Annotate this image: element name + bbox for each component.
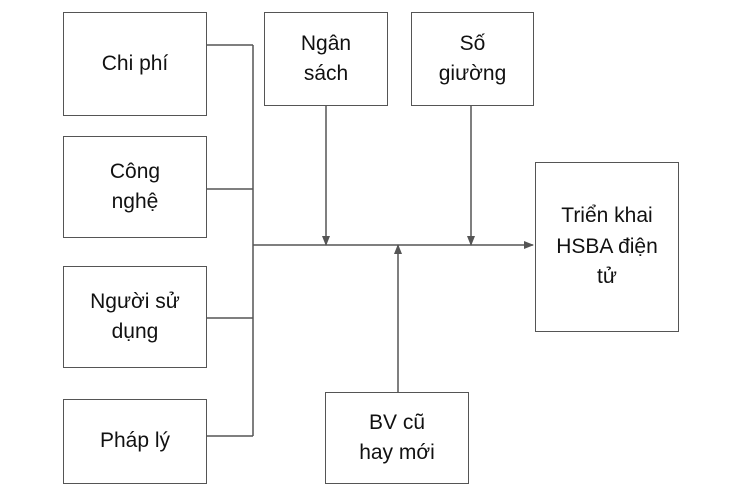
box-so-giuong: Số giường <box>411 12 534 106</box>
box-cong-nghe: Công nghệ <box>63 136 207 238</box>
box-trien-khai-hsba: Triển khai HSBA điện tử <box>535 162 679 332</box>
box-bv-cu-hay-moi: BV cũ hay mới <box>325 392 469 484</box>
box-phap-ly: Pháp lý <box>63 399 207 484</box>
box-ngan-sach: Ngân sách <box>264 12 388 106</box>
box-chi-phi: Chi phí <box>63 12 207 116</box>
box-nguoi-su-dung: Người sử dụng <box>63 266 207 368</box>
